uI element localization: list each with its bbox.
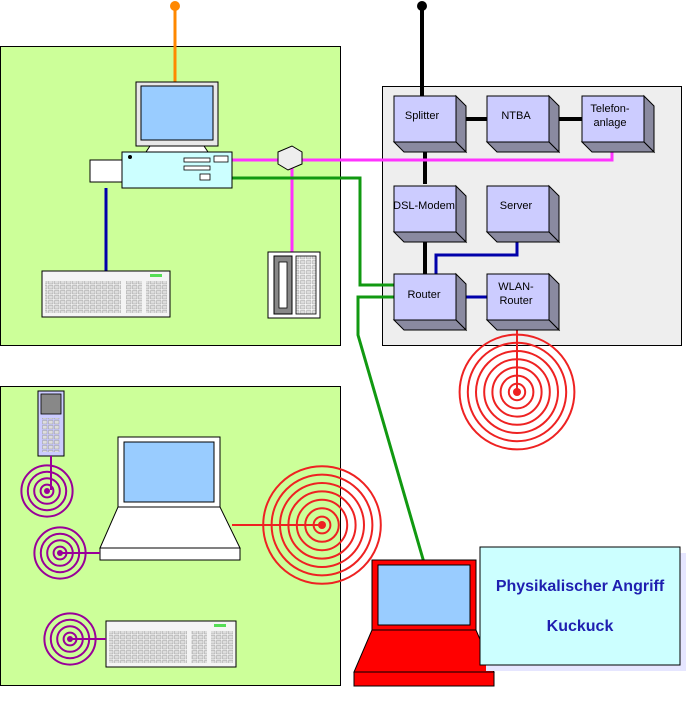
telephone-icon [267, 251, 321, 319]
desktop-computer-icon [89, 81, 233, 189]
cables [104, 6, 614, 567]
attack-subtitle: Kuckuck [547, 618, 614, 635]
wlan-radio-waves [458, 333, 576, 451]
pc-router-cable [232, 176, 395, 287]
splitter-label: Splitter [405, 110, 440, 122]
dsl-modem-label: DSL-Modem [393, 200, 455, 212]
router-box [392, 272, 468, 332]
telefon-label-2: anlage [593, 117, 626, 129]
uplink-orange-node [170, 1, 180, 11]
keyboard-wireless-icon [105, 620, 237, 668]
server-box [485, 184, 561, 244]
laptop-radio-waves [262, 465, 382, 585]
attacker-router-cable [356, 295, 427, 567]
dsl-modem-box [392, 184, 468, 244]
splitter-box [392, 94, 468, 154]
ntba-box [485, 94, 561, 154]
ntba-label: NTBA [501, 110, 531, 122]
radio-signals [20, 333, 576, 666]
wlan-label-1: WLAN- [498, 281, 534, 293]
server-router-cable [434, 233, 519, 274]
network-socket-icon [277, 145, 303, 171]
router-label: Router [407, 289, 440, 301]
telefon-box [580, 94, 656, 154]
telefon-label-1: Telefon- [590, 103, 629, 115]
attack-title: Physikalischer Angriff [496, 578, 665, 595]
attacker-laptop-icon [353, 559, 495, 687]
keyboard-icon [41, 270, 171, 318]
info-box: Physikalischer Angriff Kuckuck [479, 546, 686, 671]
laptop-icon [99, 436, 241, 561]
mobile-phone-icon [37, 390, 65, 457]
mobile-radio-waves [20, 464, 74, 518]
server-label: Server [500, 200, 533, 212]
wlan-router-box [485, 272, 561, 332]
uplink-black-node [417, 1, 427, 11]
wlan-label-2: Router [499, 295, 532, 307]
wireless-links [50, 456, 106, 640]
